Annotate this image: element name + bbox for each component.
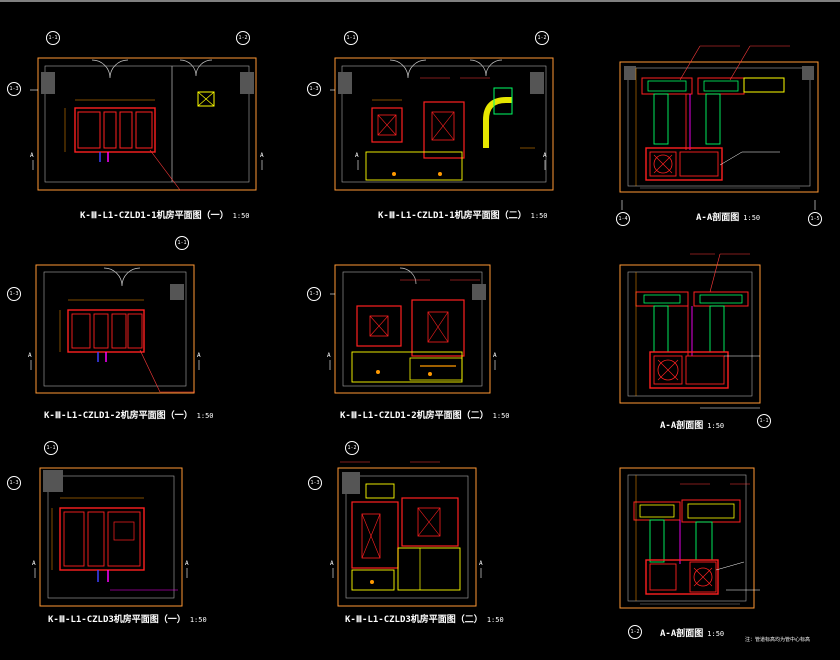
drawing-title: K-Ⅲ-L1-CZLD1-1机房平面图（二）1:50 <box>378 211 548 221</box>
section-mark: A <box>479 560 483 567</box>
drawing-title: K-Ⅲ-L1-CZLD3机房平面图（一）1:50 <box>48 615 207 625</box>
section-mark: A <box>185 560 189 567</box>
section-mark: A <box>355 152 359 159</box>
axis-bubble: 1-3 <box>7 476 21 490</box>
axis-bubble: 1-3 <box>307 287 321 301</box>
section-mark: A <box>197 352 201 359</box>
drawing-title: K-Ⅲ-L1-CZLD1-2机房平面图（一）1:50 <box>44 411 214 421</box>
axis-bubble: 1-1 <box>757 414 771 428</box>
axis-bubble: 1-5 <box>808 212 822 226</box>
plan-czld3-one <box>34 467 188 607</box>
drawing-title: K-Ⅲ-L1-CZLD1-2机房平面图（二）1:50 <box>340 411 510 421</box>
section-a-a-one <box>619 45 819 210</box>
section-mark: A <box>493 352 497 359</box>
axis-bubble: 1-3 <box>7 287 21 301</box>
section-mark: A <box>28 352 32 359</box>
axis-bubble: 1-2 <box>535 31 549 45</box>
axis-bubble: 1-3 <box>307 82 321 96</box>
axis-bubble: 1-1 <box>44 441 58 455</box>
axis-bubble: 1-2 <box>236 31 250 45</box>
axis-bubble: 1-1 <box>344 31 358 45</box>
plan-czld1-2-two <box>329 264 496 394</box>
plan-czld1-1-one <box>30 57 263 191</box>
axis-bubble: 1-3 <box>7 82 21 96</box>
section-mark: A <box>330 560 334 567</box>
axis-bubble: 1-4 <box>616 212 630 226</box>
section-mark: A <box>327 352 331 359</box>
plan-czld1-1-two <box>330 57 554 191</box>
section-mark: A <box>30 152 34 159</box>
section-a-a-two <box>619 253 761 409</box>
axis-bubble: 1-1 <box>46 31 60 45</box>
section-mark: A <box>32 560 36 567</box>
axis-bubble: 1-3 <box>308 476 322 490</box>
section-mark: A <box>543 152 547 159</box>
axis-bubble: 1-2 <box>628 625 642 639</box>
section-mark: A <box>260 152 264 159</box>
drawing-title: K-Ⅲ-L1-CZLD1-1机房平面图（一）1:50 <box>80 211 250 221</box>
axis-bubble: 1-2 <box>345 441 359 455</box>
section-a-a-three <box>619 467 760 609</box>
plan-czld3-two <box>332 461 482 607</box>
footnote: 注：管道标高均为管中心标高 <box>745 637 811 643</box>
drawing-title: K-Ⅲ-L1-CZLD3机房平面图（二）1:50 <box>345 615 504 625</box>
axis-bubble: 1-1 <box>175 236 189 250</box>
plan-czld1-2-one <box>30 264 200 394</box>
